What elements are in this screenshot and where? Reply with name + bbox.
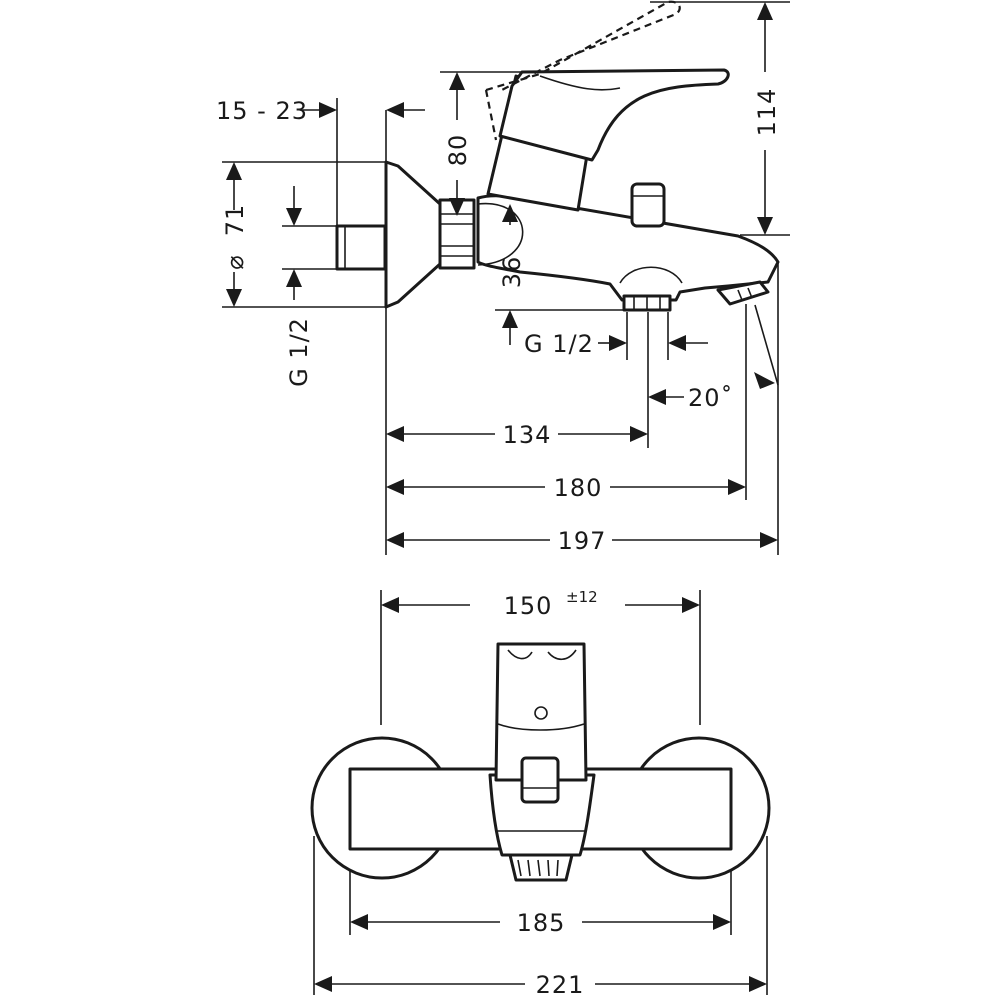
front-extension-lines [313, 590, 768, 995]
diverter-knob [630, 182, 666, 228]
union-nut [438, 198, 476, 270]
dim-wall-gap-label: 15 - 23 [216, 97, 308, 125]
lever-raised-outline [484, 0, 681, 141]
wall-connector [335, 224, 387, 271]
spout-curve [477, 202, 524, 266]
dim-197-label: 197 [558, 527, 607, 555]
diameter-symbol: ⌀ [221, 254, 249, 269]
dim-centers-tolerance: ±12 [566, 588, 598, 606]
dim-centers-label: 150 [504, 592, 553, 620]
side-extension-lines [222, 1, 790, 555]
dim-180-label: 180 [554, 474, 603, 502]
escutcheon [384, 160, 442, 309]
dim-angle-label: 20˚ [688, 384, 734, 412]
dim-diameter-label: 71 [221, 204, 249, 237]
spout-aerator [716, 280, 770, 306]
front-view: 150 ±12 185 221 [310, 588, 771, 999]
side-dimension-lines [226, 2, 778, 548]
dim-spout-36-label: 36 [498, 256, 526, 289]
diverter-knob-front [520, 756, 560, 804]
dim-134-label: 134 [503, 421, 552, 449]
side-view: 15 - 23 71 ⌀ G 1/2 80 114 36 G 1/2 20˚ 1… [216, 0, 790, 555]
lever-handle [498, 68, 730, 162]
lever-front [494, 642, 588, 782]
dim-221-label: 221 [536, 971, 585, 999]
dim-thread-inlet-label: G 1/2 [285, 317, 313, 387]
front-dimension-lines [314, 597, 767, 992]
indicator-dot [534, 706, 548, 720]
dim-height-114-label: 114 [753, 88, 781, 137]
dim-height-80-label: 80 [444, 134, 472, 167]
dim-thread-outlet-label: G 1/2 [524, 330, 594, 358]
dim-185-label: 185 [517, 909, 566, 937]
spout-front [488, 773, 596, 857]
